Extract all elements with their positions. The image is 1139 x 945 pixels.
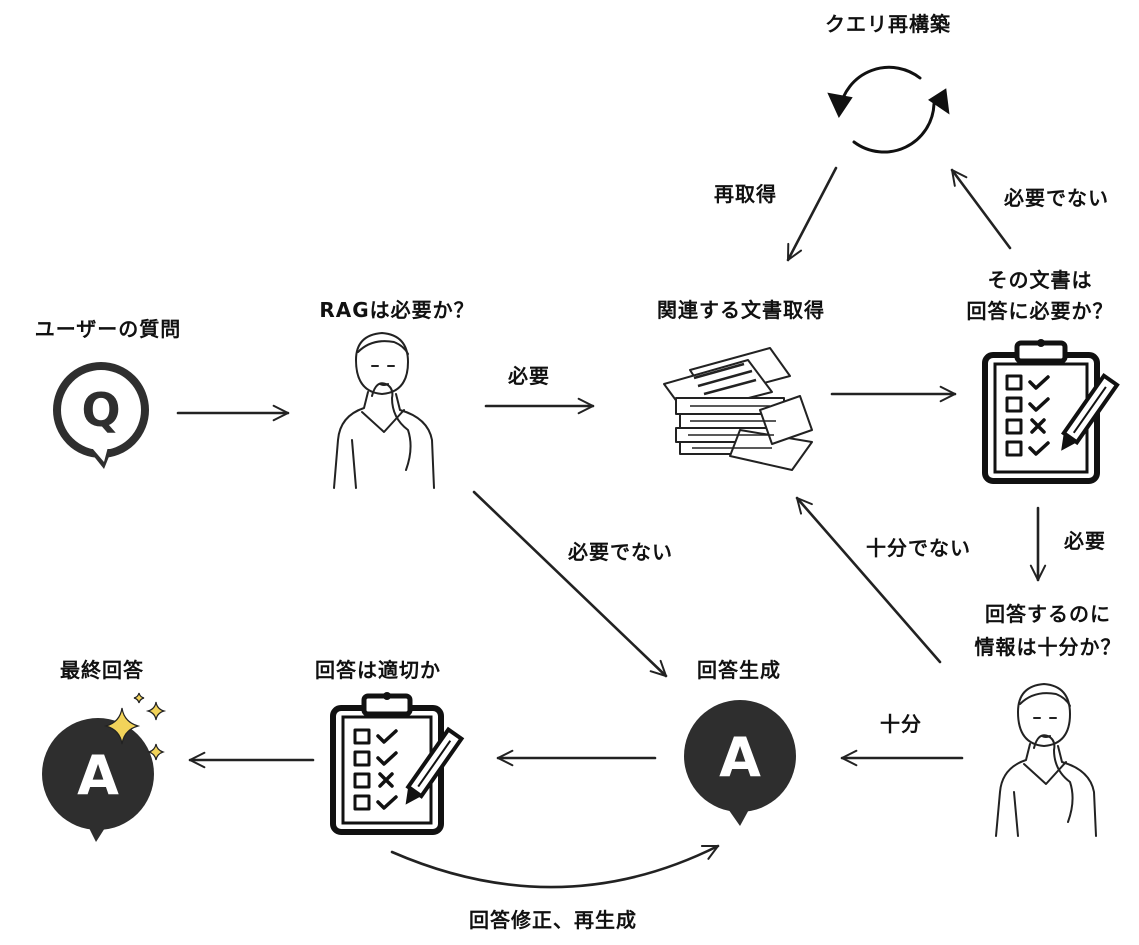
thinking-person-icon	[995, 683, 1097, 837]
checklist-clipboard-icon	[982, 339, 1120, 484]
sparkle-icon	[103, 692, 167, 761]
node-query-rewrite: クエリ再構築	[825, 12, 951, 36]
node-generate-answer: 回答生成	[697, 658, 781, 682]
checklist-clipboard-icon	[330, 692, 465, 835]
edge-label-sufficient: 十分	[880, 712, 922, 736]
node-info-sufficient-line2: 情報は十分か？	[974, 635, 1122, 659]
node-retrieve-docs: 関連する文書取得	[657, 298, 825, 322]
arrow-rag-to-generate	[472, 490, 668, 678]
node-answer-appropriate: 回答は適切か	[315, 658, 441, 682]
answer-bubble-icon	[684, 700, 796, 826]
cycle-arrows-icon	[827, 65, 950, 154]
arrow-revise-regenerate	[390, 844, 720, 889]
answer-letter: A	[719, 726, 761, 789]
arrow-rewrite-to-retrieve	[786, 166, 838, 262]
final-answer-bubble-icon	[42, 718, 154, 842]
question-bubble-icon	[53, 362, 149, 469]
edge-label-revise-regenerate: 回答修正、再生成	[469, 908, 637, 932]
edge-label-reretrieve: 再取得	[714, 182, 777, 206]
node-user-question: ユーザーの質問	[34, 317, 182, 341]
edge-label-insufficient: 十分でない	[866, 536, 971, 560]
document-pile-icon	[663, 347, 813, 471]
edge-label-rag-needed: 必要	[508, 364, 550, 388]
node-final-answer: 最終回答	[60, 658, 144, 682]
node-doc-needed-line1: その文書は	[987, 268, 1093, 292]
thinking-person-icon	[333, 332, 435, 489]
question-letter: Q	[81, 383, 120, 437]
node-rag-needed: RAGは必要か？	[319, 298, 475, 322]
arrow-docneeded-to-rewrite	[950, 168, 1012, 250]
arrow-info-to-retrieve	[795, 496, 942, 664]
edge-label-doc-needed: 必要	[1064, 529, 1106, 553]
node-info-sufficient-line1: 回答するのに	[985, 602, 1111, 626]
edge-label-doc-not-needed: 必要でない	[1004, 186, 1109, 210]
edge-label-rag-not-needed: 必要でない	[568, 540, 673, 564]
node-doc-needed-line2: 回答に必要か？	[966, 299, 1114, 323]
final-answer-letter: A	[77, 744, 119, 807]
